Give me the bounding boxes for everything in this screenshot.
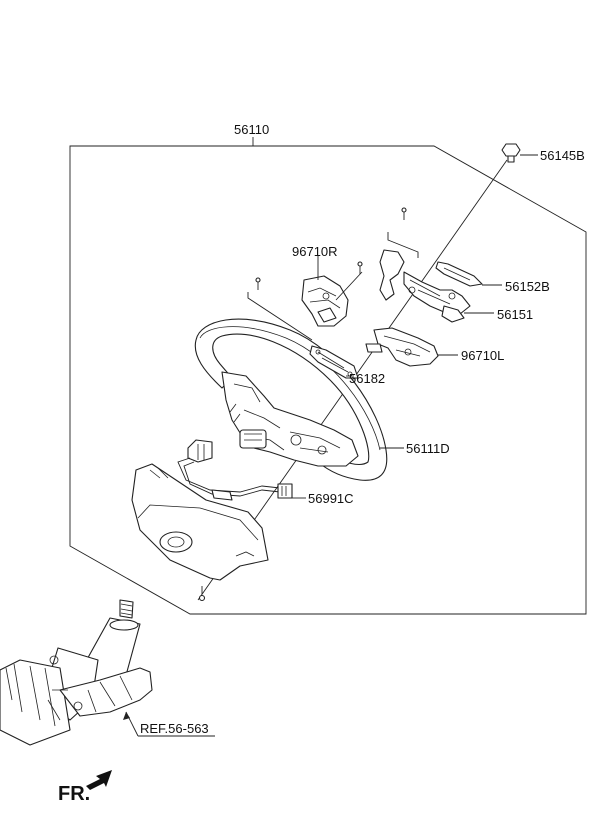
bracket-56182 (309, 345, 359, 379)
front-direction-label: FR. (58, 783, 90, 805)
front-direction-indicator: FR. (58, 770, 112, 805)
part-label-56991C[interactable]: 56991C (308, 491, 354, 506)
airbag-cover (131, 463, 269, 581)
explode-leaders (247, 232, 419, 341)
part-label-56182[interactable]: 56182 (349, 371, 385, 386)
part-label-56152B[interactable]: 56152B (505, 279, 550, 294)
switch-96710L (365, 327, 439, 367)
part-label-56145B[interactable]: 56145B (540, 148, 585, 163)
reference-label[interactable]: REF.56-563 (140, 721, 209, 736)
part-label-56111D[interactable]: 56111D (406, 441, 450, 456)
part-label-96710R[interactable]: 96710R (292, 244, 338, 259)
plate-56152B (435, 261, 483, 287)
callout-leaders (292, 154, 538, 499)
assembly-label[interactable]: 56110 (234, 122, 269, 137)
reference-leader (123, 711, 215, 737)
steering-column (0, 599, 153, 746)
part-label-96710L[interactable]: 96710L (461, 348, 504, 363)
wire-harness (177, 439, 293, 501)
steering-wheel-hub (221, 371, 359, 467)
switch-96710R (301, 275, 349, 327)
front-arrow-icon (86, 770, 112, 790)
assembly-frame (69, 137, 587, 615)
bracket-56151 (379, 249, 471, 323)
screw-group (255, 207, 407, 290)
part-label-56151[interactable]: 56151 (497, 307, 533, 322)
bolt-56145B (501, 143, 521, 163)
bottom-screw (198, 586, 206, 602)
